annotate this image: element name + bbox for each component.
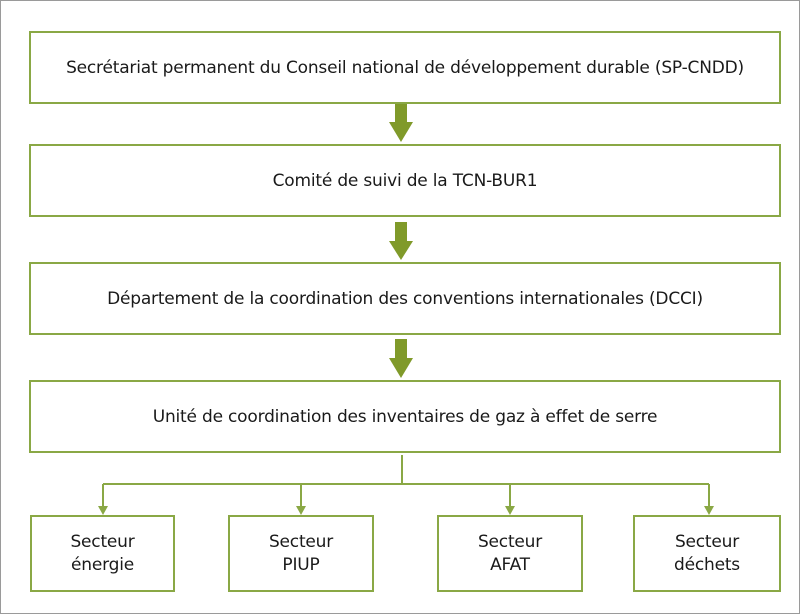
node-dcci: Département de la coordination des conve… [29,262,781,335]
node-unite-coordination: Unité de coordination des inventaires de… [29,380,781,453]
node-secteur-afat: Secteur AFAT [437,515,583,592]
arrow-level-3-to-4 [389,339,413,378]
node-label: Département de la coordination des conve… [107,288,703,309]
sector-line1: Secteur [674,531,740,552]
node-label: Unité de coordination des inventaires de… [152,406,658,427]
sector-branches [102,455,710,508]
sector-line2: AFAT [490,554,530,575]
arrow-level-1-to-2 [389,103,413,142]
sector-line1: Secteur [268,531,334,552]
sector-line2: énergie [71,554,134,575]
sector-line2: déchets [674,554,740,575]
node-label: Secrétariat permanent du Conseil nationa… [66,57,744,78]
node-secteur-piup: Secteur PIUP [228,515,374,592]
node-secteur-dechets: Secteur déchets [633,515,781,592]
sector-arrowheads [98,506,714,515]
sector-line2: PIUP [282,554,320,575]
node-secteur-energie: Secteur énergie [30,515,175,592]
sector-line1: Secteur [70,531,135,552]
arrow-level-2-to-3 [389,222,413,260]
node-sp-cndd: Secrétariat permanent du Conseil nationa… [29,31,781,104]
sector-line1: Secteur [477,531,543,552]
node-comite-suivi: Comité de suivi de la TCN-BUR1 [29,144,781,217]
node-label: Comité de suivi de la TCN-BUR1 [272,170,538,191]
